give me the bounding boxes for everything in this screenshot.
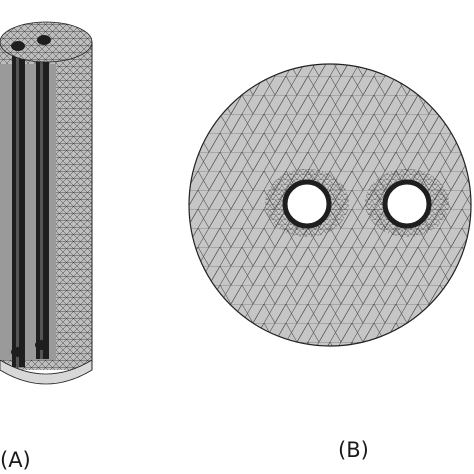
panel-a-cylinder bbox=[0, 21, 93, 385]
hole-left bbox=[282, 179, 332, 229]
hole-right bbox=[382, 179, 432, 229]
conductor-left-highlight bbox=[16, 55, 19, 367]
top-hole-right bbox=[37, 35, 51, 45]
panel-b-disk bbox=[188, 63, 472, 347]
panel-label-b: (B) bbox=[338, 438, 369, 462]
top-hole-left bbox=[11, 41, 25, 51]
panel-label-a: (A) bbox=[0, 448, 31, 472]
disk-outline bbox=[188, 63, 472, 347]
bottom-hole-right bbox=[35, 340, 49, 350]
conductor-right-highlight bbox=[40, 47, 43, 359]
bottom-hole-left bbox=[11, 347, 25, 357]
